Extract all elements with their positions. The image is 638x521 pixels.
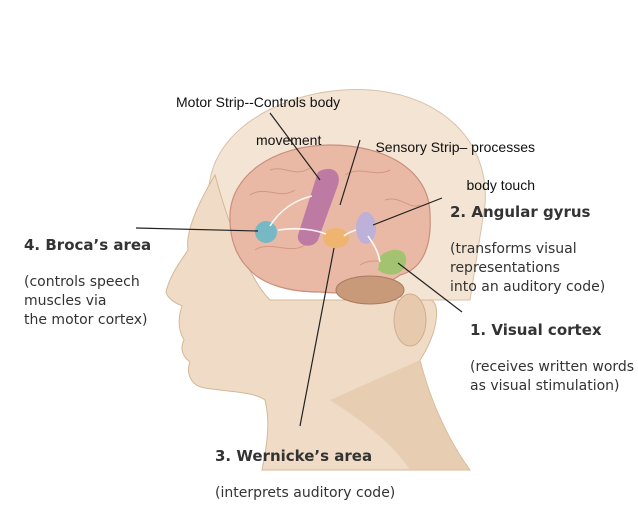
diagram-canvas: Motor Strip--Controls body movement Sens… — [24, 74, 634, 501]
wernicke-title: 3. Wernicke’s area — [215, 447, 373, 465]
angular-title: 2. Angular gyrus — [450, 203, 591, 221]
cerebellum — [335, 275, 405, 305]
sensory-strip-line1: Sensory Strip– processes — [375, 139, 535, 155]
ear — [393, 293, 427, 347]
motor-strip-line1: Motor Strip--Controls body — [176, 94, 341, 110]
head-illustration — [135, 89, 486, 471]
angular-desc: (transforms visual representations into … — [450, 241, 606, 295]
wernicke-region — [323, 228, 349, 248]
broca-title: 4. Broca’s area — [24, 236, 152, 254]
motor-strip-pointer — [269, 112, 321, 181]
wernicke-pointer — [299, 247, 335, 427]
sensory-strip-label: Sensory Strip– processes body touch — [353, 119, 535, 214]
angular-gyrus-region — [356, 212, 376, 244]
wernicke-desc: (interprets auditory code) — [215, 485, 396, 501]
wernicke-label: 3. Wernicke’s area (interprets auditory … — [215, 429, 395, 521]
brain — [229, 144, 431, 294]
visual-desc: (receives written words as visual stimul… — [470, 359, 635, 394]
flow-arrows — [269, 195, 381, 263]
visual-title: 1. Visual cortex — [470, 321, 602, 339]
neck-shadow — [330, 360, 470, 470]
sensory-strip-line2: body touch — [466, 177, 536, 193]
broca-desc: (controls speech muscles via the motor c… — [24, 274, 148, 328]
broca-label: 4. Broca’s area (controls speech muscles… — [24, 218, 151, 348]
broca-pointer — [135, 227, 259, 232]
angular-gyrus-label: 2. Angular gyrus (transforms visual repr… — [450, 185, 605, 315]
angular-pointer — [372, 197, 443, 226]
motor-strip-region — [297, 168, 339, 246]
motor-strip-line2: movement — [256, 132, 322, 148]
visual-cortex-region — [378, 249, 407, 275]
motor-strip-label: Motor Strip--Controls body movement — [176, 74, 340, 169]
visual-cortex-label: 1. Visual cortex (receives written words… — [470, 303, 634, 414]
sensory-strip-pointer — [339, 139, 361, 206]
visual-pointer — [397, 262, 463, 313]
broca-region — [255, 221, 277, 243]
